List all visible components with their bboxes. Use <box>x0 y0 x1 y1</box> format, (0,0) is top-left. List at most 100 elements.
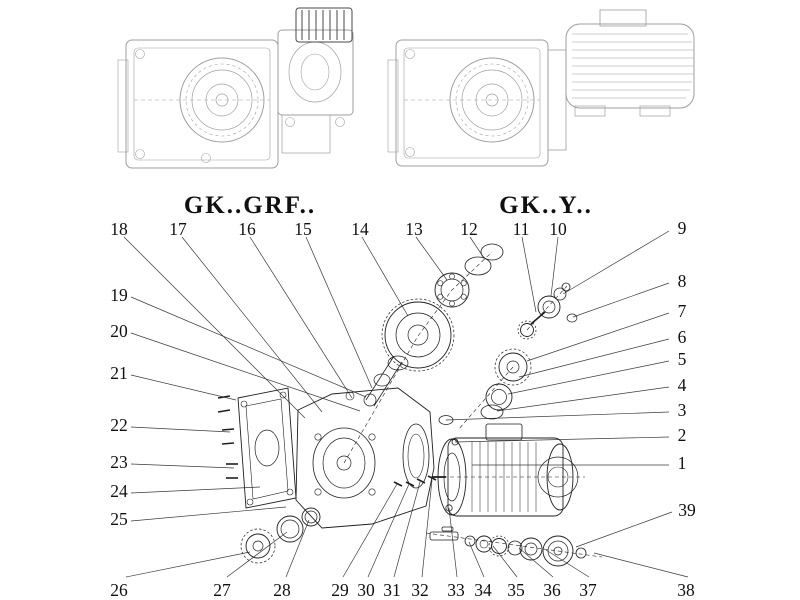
flange-hole <box>279 391 287 399</box>
y-bolt-hole <box>405 147 415 157</box>
screw <box>416 478 426 484</box>
circlip <box>480 404 504 420</box>
y-terminal-box <box>599 9 647 27</box>
callout-26: 26 <box>110 580 128 600</box>
leader-37 <box>545 549 590 578</box>
bearing-roller <box>449 300 455 307</box>
callout-35: 35 <box>507 580 525 600</box>
leader-30 <box>367 483 410 578</box>
grf-fan-cap <box>295 7 353 43</box>
pinion-shaft-group <box>517 282 578 340</box>
rotor-shaft-parts <box>429 526 587 567</box>
callout-3: 3 <box>678 400 687 420</box>
grf-cap-outline <box>295 7 353 43</box>
seal-ring-inner <box>304 510 318 524</box>
bearing-roller <box>449 273 455 280</box>
housing-bolt-hole <box>314 433 322 441</box>
pinion-gear <box>491 538 507 554</box>
screw <box>221 442 235 445</box>
callout-6: 6 <box>678 327 687 347</box>
housing-bore-inner <box>322 437 366 489</box>
callout-39: 39 <box>678 500 696 520</box>
screw <box>217 395 231 399</box>
callout-31: 31 <box>383 580 401 600</box>
grf-gear-pitch-circle <box>185 63 259 137</box>
leader-24 <box>130 486 261 494</box>
leader-17 <box>181 236 323 413</box>
y-housing-inner <box>403 47 541 159</box>
shaft-bearing-inner <box>479 539 489 549</box>
pinion-gear-teeth <box>488 535 510 557</box>
grf-input-bolt <box>335 117 345 127</box>
shim-ring <box>480 243 504 261</box>
housing-motor-face <box>402 423 430 489</box>
output-shaft-edge <box>365 355 395 401</box>
callout-11: 11 <box>513 219 530 239</box>
callout-8: 8 <box>678 271 687 291</box>
housing-outline <box>295 387 435 529</box>
output-gear-teeth <box>381 298 455 372</box>
motor-assembly <box>432 423 579 517</box>
callout-15: 15 <box>294 219 312 239</box>
motor-terminal-box <box>485 423 523 441</box>
exploded-assembly <box>217 243 603 567</box>
leader-29 <box>342 483 398 578</box>
lower-bearing-outer <box>485 383 513 411</box>
gearbox-drawing-y <box>387 9 695 167</box>
variant-label-grf: GK..GRF.. <box>184 192 316 219</box>
callout-30: 30 <box>357 580 375 600</box>
housing-bolt-hole <box>314 488 322 496</box>
callout-9: 9 <box>678 218 687 238</box>
callout-16: 16 <box>238 219 256 239</box>
screw <box>217 409 231 413</box>
upper-bearing-group <box>434 243 504 308</box>
key-small <box>566 313 578 323</box>
leader-35 <box>492 545 518 578</box>
callout-2: 2 <box>678 425 687 445</box>
grf-foot <box>281 114 331 154</box>
grf-bolt-hole <box>135 149 145 159</box>
callout-5: 5 <box>678 349 687 369</box>
coupling-disc <box>542 535 574 567</box>
callout-38: 38 <box>677 580 695 600</box>
callout-24: 24 <box>110 481 128 501</box>
upper-axis <box>417 251 493 337</box>
callout-10: 10 <box>549 219 567 239</box>
ring-gear <box>245 533 271 559</box>
leader-15 <box>305 236 373 389</box>
leader-2 <box>454 436 670 443</box>
leader-23 <box>130 463 235 469</box>
callout-12: 12 <box>460 219 478 239</box>
motor-body <box>447 437 564 517</box>
screw <box>405 481 415 487</box>
callout-7: 7 <box>678 301 687 321</box>
callout-25: 25 <box>110 509 128 529</box>
flange-hole <box>240 400 248 408</box>
leader-20 <box>130 332 361 412</box>
callout-34: 34 <box>474 580 492 600</box>
leader-9 <box>562 230 670 295</box>
callout-14: 14 <box>351 219 369 239</box>
callout-28: 28 <box>273 580 291 600</box>
pinion-shaft <box>530 311 546 325</box>
leader-18 <box>123 236 306 419</box>
leader-3 <box>445 411 670 421</box>
cover-ring-inner <box>280 519 300 539</box>
pinion-bearing-outer <box>537 295 561 319</box>
intermediate-gear-group <box>438 348 532 425</box>
output-gear-assembly <box>373 298 455 387</box>
leader-34 <box>468 541 485 578</box>
seal-washer <box>438 415 454 425</box>
screw <box>221 428 235 431</box>
grf-input-bolt <box>285 117 295 127</box>
output-gear-web <box>395 312 441 358</box>
output-gear <box>384 301 452 369</box>
ring-gear-teeth <box>240 528 276 564</box>
flange-inner <box>245 398 289 500</box>
leader-6 <box>518 338 670 378</box>
leader-22 <box>130 426 231 433</box>
leader-38 <box>593 552 689 578</box>
cover-ring <box>276 515 304 543</box>
bearing-roller <box>437 280 444 287</box>
rotor-shaft <box>429 531 459 541</box>
